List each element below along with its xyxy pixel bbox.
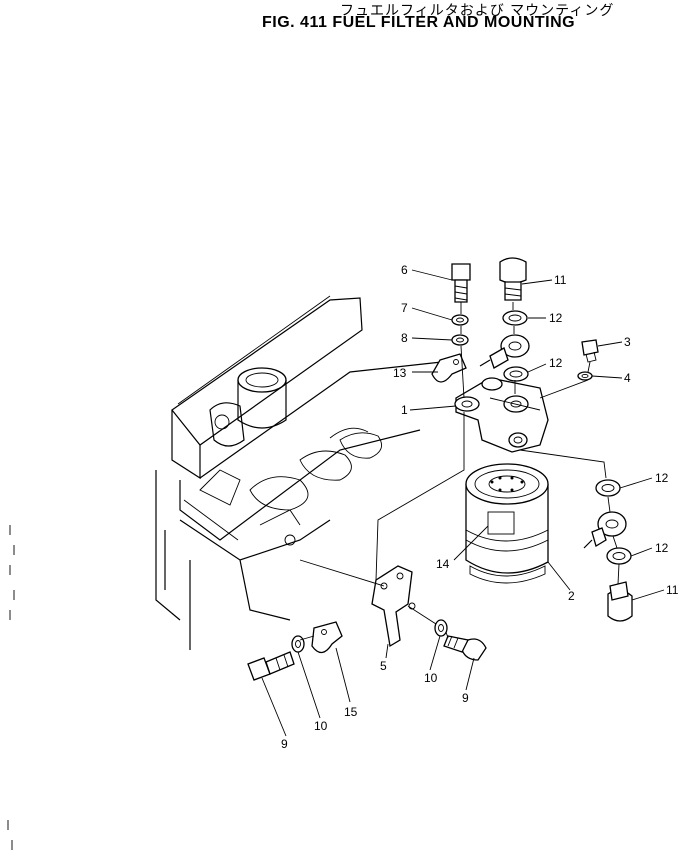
part-6-bolt [451,263,471,303]
part-10-washer-left [291,635,305,653]
callout-labels: 6 7 8 13 1 11 12 12 3 4 12 12 11 2 14 5 … [281,263,679,751]
banjo-fitting-top [479,334,530,369]
part-9-bolt-left [247,651,295,681]
part-13-clip [431,353,467,383]
part-15-clip [311,621,343,654]
callout-1: 1 [401,403,408,417]
part-12-washer-c [595,479,621,497]
part-11-eye-bolt-top [499,257,527,301]
part-12-washer-a [502,310,528,326]
part-12-washer-b [503,366,529,382]
part-4-washer [577,371,593,381]
part-2-filter-cartridge [465,463,549,584]
callout-10-right: 10 [424,671,438,685]
callout-7: 7 [401,301,408,315]
callout-5: 5 [380,659,387,673]
callout-13: 13 [393,366,407,380]
part-7-spring-washer [451,314,469,326]
callout-12-c: 12 [655,471,669,485]
part-8-washer [451,334,469,346]
figure-title: FIG. 411 FUEL FILTER AND MOUNTING [262,14,576,31]
part-5-bracket [371,565,416,648]
callout-4: 4 [624,371,631,385]
callout-15: 15 [344,705,358,719]
part-3-plug [581,339,599,363]
callout-12-b: 12 [549,356,563,370]
engine-block [7,295,461,850]
callout-11-bottom: 11 [666,583,679,597]
part-1-filter-head [454,377,549,453]
figure-title-japanese: フュエルフィルタおよび マウンティング [340,3,615,19]
callout-6: 6 [401,263,408,277]
callout-10-left: 10 [314,719,328,733]
part-9-bolt-right [443,635,487,661]
callout-8: 8 [401,331,408,345]
callout-2: 2 [568,589,575,603]
part-10-washer-right [434,619,448,637]
callout-leaders [261,269,665,737]
banjo-fitting-bottom [583,511,627,549]
part-12-washer-d [606,547,632,565]
callout-14: 14 [436,557,450,571]
callout-12-a: 12 [549,311,563,325]
callout-9-left: 9 [281,737,288,751]
callout-11-top: 11 [554,273,567,287]
callout-9-right: 9 [462,691,469,705]
part-11-eye-bolt-bottom [607,581,633,622]
callout-3: 3 [624,335,631,349]
assembly-lines [299,302,620,641]
callout-12-d: 12 [655,541,669,555]
